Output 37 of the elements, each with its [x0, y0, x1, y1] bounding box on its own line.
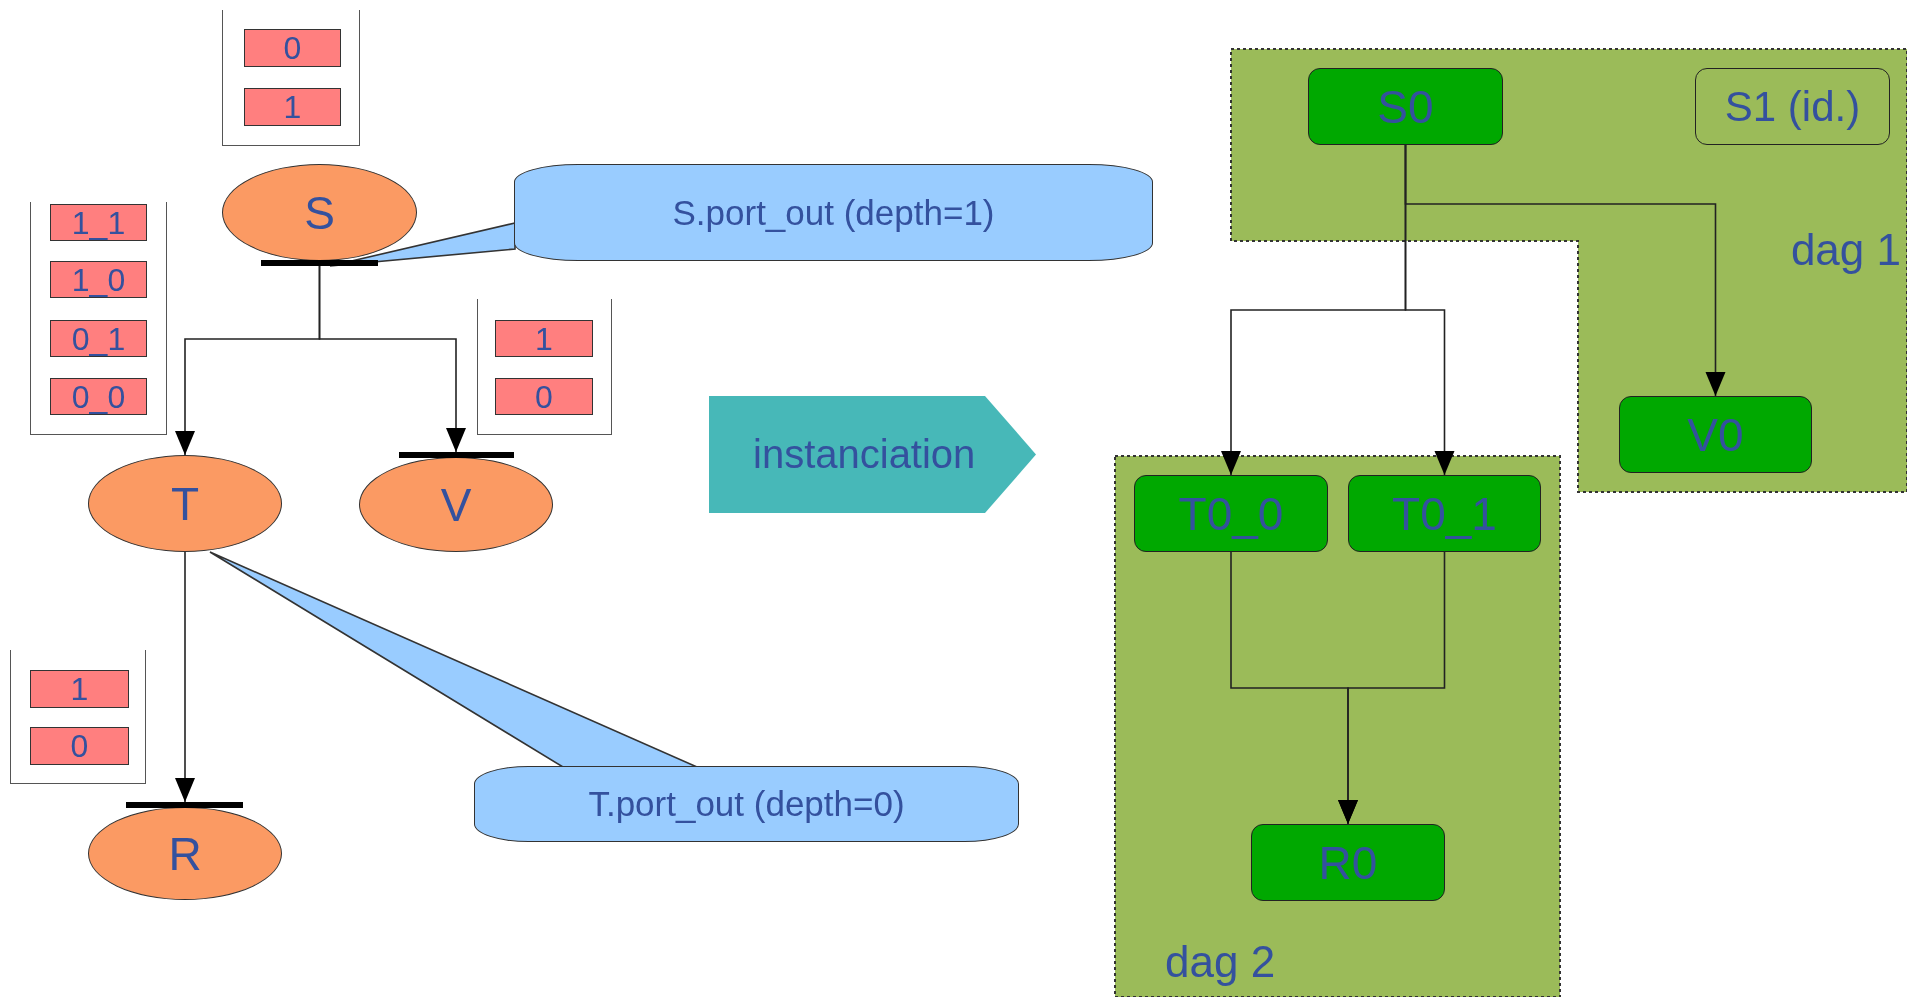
stack-item: 0_1: [50, 320, 147, 357]
arrow: [318, 265, 466, 453]
stack-container: [30, 202, 167, 435]
stack-item: 0: [30, 727, 129, 765]
process-ellipse: V: [359, 457, 553, 552]
process-ellipse: R: [88, 807, 282, 900]
speech-callout: T.port_out (depth=0): [474, 766, 1019, 842]
process-ellipse: S: [222, 164, 417, 261]
task-box: V0: [1619, 396, 1812, 473]
task-box: S0: [1308, 68, 1503, 145]
process-ellipse: T: [88, 455, 282, 552]
stack-item: 1_1: [50, 204, 147, 241]
arrow: [1338, 551, 1446, 825]
stack-item: 1: [30, 670, 129, 708]
arrow: [175, 551, 195, 803]
stack-item: 0: [495, 378, 593, 415]
stack-item: 1_0: [50, 261, 147, 298]
chevron-arrow: instanciation: [709, 396, 1036, 513]
speech-callout: S.port_out (depth=1): [514, 164, 1153, 261]
stack-item: 1: [244, 88, 341, 126]
arrow: [1404, 144, 1455, 476]
callout-pointer: [329, 222, 516, 267]
stack-container: [477, 299, 612, 435]
region-label: dag 1: [1790, 225, 1901, 275]
stack-container: [10, 650, 146, 784]
stack-item: 0: [244, 29, 341, 67]
task-box: R0: [1251, 824, 1445, 901]
dashed-region: [1115, 456, 1560, 997]
callout-pointer: [209, 551, 698, 768]
stack-item: 0_0: [50, 378, 147, 415]
outlined-task-box: S1 (id.): [1695, 68, 1890, 145]
task-box: T0_1: [1348, 475, 1541, 552]
region-label: dag 2: [1165, 937, 1276, 987]
dashed-region: [1231, 49, 1907, 492]
stack-container: [222, 10, 360, 146]
stack-item: 1: [495, 320, 593, 357]
task-box: T0_0: [1134, 475, 1328, 552]
